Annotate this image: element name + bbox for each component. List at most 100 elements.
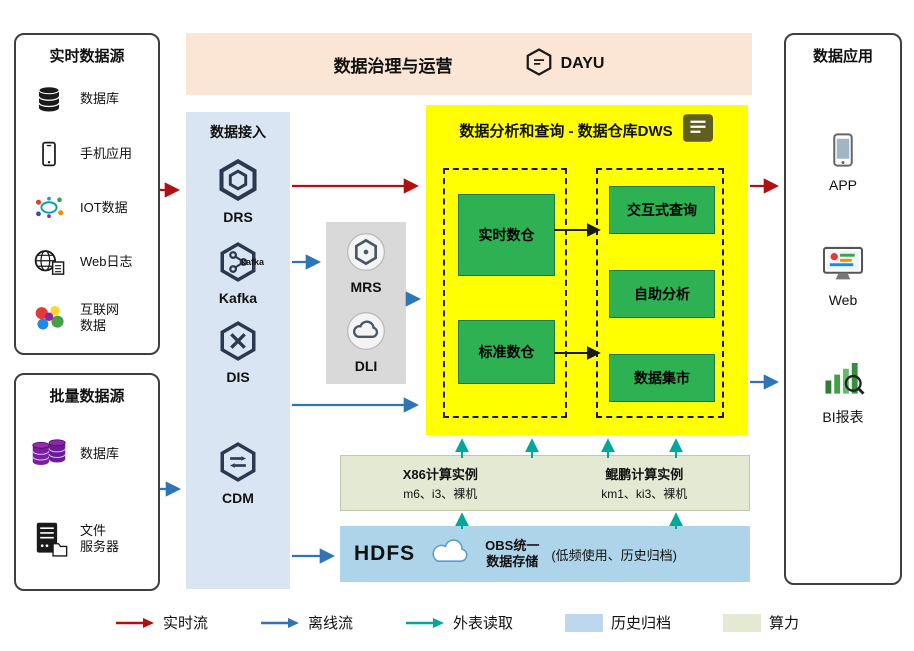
app-label: APP (828, 177, 857, 193)
warehouse-group: 实时数仓 标准数仓 (443, 168, 567, 418)
dli-label: DLI (354, 358, 378, 374)
source-label: 手机应用 (80, 146, 133, 162)
realtime-sources-title: 实时数据源 (49, 48, 125, 65)
kafka-label: Kafka (218, 290, 258, 306)
service-dis: DIS (216, 320, 260, 385)
source-label: 数据库 (80, 445, 120, 461)
obs-cloud-icon (427, 536, 473, 573)
legend-swatch-archive (565, 613, 603, 632)
middleware-panel: MRS DLI (326, 222, 406, 384)
dayu-label: DAYU (560, 55, 605, 72)
self-service-analysis-label: 自助分析 (634, 286, 690, 302)
kunpeng-spec: km1、ki3、裸机 (601, 487, 688, 501)
source-label: 数据库 (80, 91, 120, 107)
applications-panel: 数据应用 APP Web BI报表 (784, 33, 902, 585)
legend-arrow-offline-icon (260, 617, 299, 628)
legend-item-external-read: 外表读取 (405, 612, 513, 633)
app-item-bi-report: BI报表 (821, 360, 865, 427)
source-label: 互联网 数据 (80, 302, 120, 334)
drs-label: DRS (223, 209, 253, 225)
web-monitor-icon (821, 245, 865, 288)
source-label: 文件 服务器 (80, 523, 120, 555)
batch-database-icon (28, 437, 70, 471)
source-item-iot-data: IOT数据 (16, 194, 158, 222)
analytics-group: 交互式查询 自助分析 数据集市 (596, 168, 724, 418)
kunpeng-instances: 鲲鹏计算实例 km1、ki3、裸机 (601, 464, 687, 502)
x86-title: X86计算实例 (402, 467, 478, 482)
service-dli: DLI (346, 311, 386, 374)
dli-icon (346, 311, 386, 356)
legend-label: 离线流 (307, 615, 353, 632)
weblog-icon (28, 247, 70, 277)
legend-swatch-compute (723, 613, 762, 632)
interactive-query-label: 交互式查询 (627, 202, 697, 218)
dis-label: DIS (226, 369, 250, 385)
governance-title: 数据治理与运营 (333, 56, 453, 76)
realtime-sources-panel: 实时数据源 数据库 手机应用 IOT数据 (14, 33, 160, 355)
interactive-query-box: 交互式查询 (609, 186, 715, 234)
data-mart-box: 数据集市 (609, 354, 715, 402)
source-item-mobile-app: 手机应用 (16, 139, 158, 169)
batch-sources-title: 批量数据源 (49, 388, 125, 405)
x86-spec: m6、i3、裸机 (403, 487, 478, 501)
realtime-warehouse-box: 实时数仓 (458, 194, 555, 276)
ingestion-title: 数据接入 (210, 124, 266, 140)
source-item-database: 数据库 (16, 84, 158, 114)
cdm-label: CDM (222, 490, 254, 506)
ingestion-panel: 数据接入 DRS kafka Kafka DIS CDM (186, 112, 290, 589)
source-label: IOT数据 (80, 200, 128, 216)
dws-title: 数据分析和查询 - 数据仓库DWS (459, 123, 673, 140)
legend-arrow-external-icon (405, 617, 444, 628)
cdm-icon (216, 441, 260, 488)
x86-instances: X86计算实例 m6、i3、裸机 (403, 464, 478, 502)
app-item-app: APP (828, 132, 858, 193)
service-kafka: kafka Kafka (216, 241, 264, 306)
legend-item-offline-flow: 离线流 (260, 612, 353, 633)
dayu-brand: DAYU (523, 47, 605, 82)
compute-instances-panel: X86计算实例 m6、i3、裸机 鲲鹏计算实例 km1、ki3、裸机 (340, 455, 750, 511)
storage-panel: HDFS OBS统一 数据存储 (低频使用、历史归档) (340, 526, 750, 582)
kunpeng-title: 鲲鹏计算实例 (605, 467, 684, 482)
kafka-icon (216, 241, 260, 288)
app-item-web: Web (821, 245, 865, 308)
legend-label: 算力 (769, 615, 800, 632)
data-mart-label: 数据集市 (634, 370, 690, 386)
obs-label: OBS统一 数据存储 (485, 537, 540, 569)
governance-banner: 数据治理与运营 DAYU (186, 33, 752, 95)
legend: 实时流 离线流 外表读取 历史归档 算力 (0, 612, 914, 633)
realtime-warehouse-label: 实时数仓 (478, 227, 535, 243)
service-mrs: MRS (346, 232, 386, 295)
service-drs: DRS (215, 158, 261, 225)
dis-icon (216, 320, 260, 367)
legend-item-compute-power: 算力 (723, 612, 799, 633)
applications-title: 数据应用 (812, 48, 873, 65)
web-label: Web (828, 292, 858, 308)
bi-report-label: BI报表 (822, 409, 864, 425)
batch-sources-list: 数据库 文件 服务器 (16, 406, 158, 589)
legend-label: 历史归档 (611, 615, 672, 632)
source-item-internet-data: 互联网 数据 (16, 302, 158, 335)
self-service-analysis-box: 自助分析 (609, 270, 715, 318)
source-item-file-server: 文件 服务器 (16, 520, 158, 558)
internet-data-icon (28, 303, 70, 333)
storage-note: (低频使用、历史归档) (551, 547, 678, 563)
standard-warehouse-label: 标准数仓 (478, 344, 535, 360)
dws-panel: 数据分析和查询 - 数据仓库DWS 实时数仓 标准数仓 交互式查询 自助分析 数… (426, 105, 748, 435)
source-item-batch-database: 数据库 (16, 437, 158, 471)
database-icon (28, 84, 70, 114)
legend-item-archive: 历史归档 (565, 612, 671, 633)
drs-icon (215, 158, 261, 207)
legend-arrow-realtime-icon (115, 617, 154, 628)
legend-label: 外表读取 (452, 615, 513, 632)
mrs-icon (346, 232, 386, 277)
service-cdm: CDM (216, 441, 260, 506)
app-icon (828, 132, 858, 173)
bi-report-icon (821, 360, 865, 403)
dws-document-icon (681, 113, 715, 148)
file-server-icon (28, 520, 70, 558)
realtime-sources-list: 数据库 手机应用 IOT数据 Web日志 (16, 66, 158, 353)
phone-icon (28, 139, 70, 169)
source-item-web-log: Web日志 (16, 247, 158, 277)
iot-icon (28, 194, 70, 222)
